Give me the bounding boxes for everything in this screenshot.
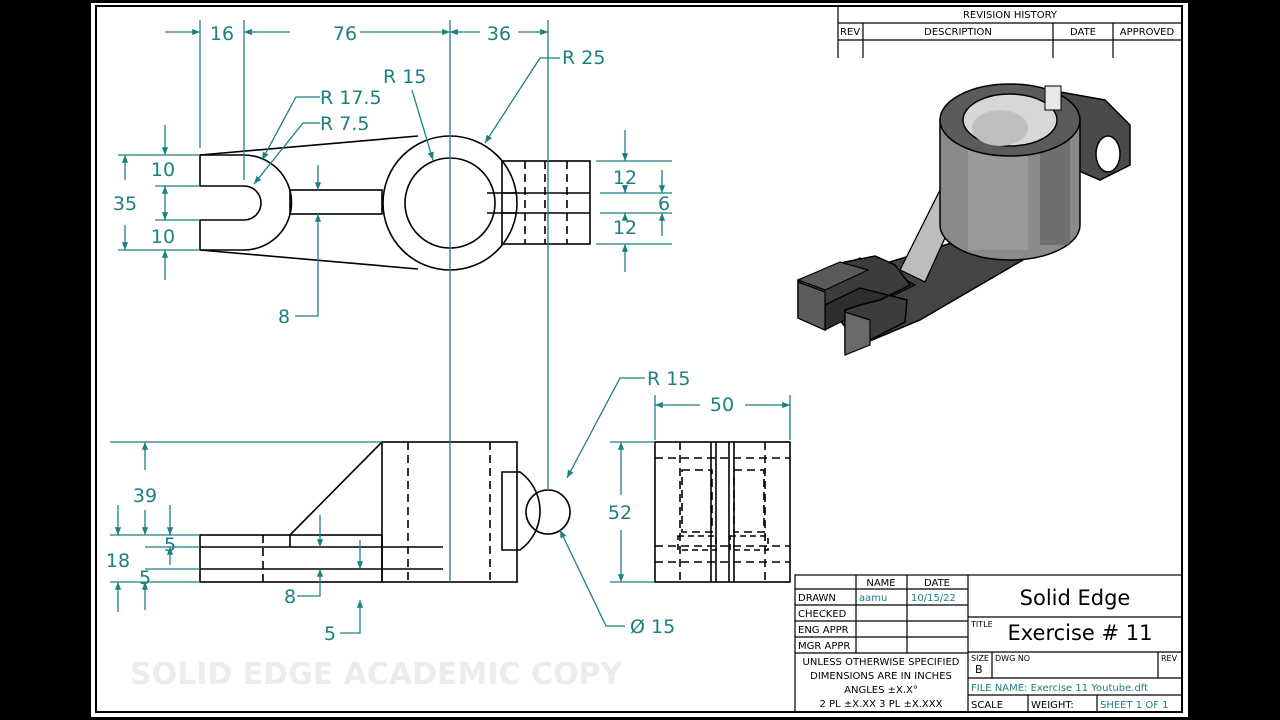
title-block-date-header: DATE — [924, 578, 950, 589]
row-eng-appr-label: ENG APPR — [798, 625, 849, 636]
side-outline — [654, 441, 791, 583]
size-label: SIZE — [971, 654, 989, 663]
revision-block — [837, 6, 1182, 58]
dimension-lines — [110, 20, 791, 634]
dim-16: 16 — [210, 23, 234, 45]
arm-taper-top — [199, 135, 419, 156]
dim-5-bottom: 5 — [139, 567, 151, 589]
tolerance-line-4: 2 PL ±X.XX 3 PL ±X.XXX — [820, 699, 943, 710]
row-drawn-date: 10/15/22 — [911, 593, 956, 604]
dim-8-top-web: 8 — [278, 306, 290, 328]
rev-label: REV — [1161, 654, 1178, 663]
title-block-name-header: NAME — [866, 578, 895, 589]
front-view — [199, 441, 571, 583]
dim-r25: R 25 — [562, 47, 605, 69]
watermark: SOLID EDGE ACADEMIC COPY — [130, 657, 624, 692]
drawing-sheet: REVISION HISTORY REV DESCRIPTION DATE AP… — [91, 3, 1188, 717]
revision-col-approved: APPROVED — [1120, 27, 1175, 38]
clevis-end-top — [199, 154, 293, 251]
lug-front — [501, 471, 541, 551]
company-name: Solid Edge — [1020, 586, 1131, 610]
dwg-no-label: DWG NO — [995, 654, 1030, 663]
arm-taper-bottom — [199, 249, 419, 270]
scale-label: SCALE — [971, 700, 1003, 711]
dim-76: 76 — [333, 23, 357, 45]
lug-top — [501, 160, 591, 245]
side-view — [654, 441, 791, 583]
row-drawn-name: aamu — [859, 593, 887, 604]
dim-50: 50 — [710, 394, 734, 416]
tolerance-line-2: DIMENSIONS ARE IN INCHES — [810, 671, 952, 682]
revision-col-description: DESCRIPTION — [924, 27, 992, 38]
dim-diameter-15: Ø 15 — [630, 616, 675, 638]
file-name: FILE NAME: Exercise 11 Youtube.dft — [971, 683, 1148, 694]
dim-18: 18 — [106, 550, 130, 572]
revision-col-rev: REV — [840, 27, 860, 38]
isometric-view — [796, 83, 1131, 356]
revision-history-title: REVISION HISTORY — [963, 10, 1058, 21]
sheet-number: SHEET 1 OF 1 — [1100, 700, 1169, 711]
technical-drawing: REVISION HISTORY REV DESCRIPTION DATE AP… — [95, 5, 1183, 713]
dim-10-top: 10 — [151, 159, 175, 181]
dim-12-top: 12 — [613, 167, 637, 189]
dim-5-below: 5 — [324, 623, 336, 645]
revision-col-date: DATE — [1070, 27, 1096, 38]
dim-5-top: 5 — [164, 534, 176, 556]
lug-hole — [525, 489, 571, 535]
dim-35: 35 — [113, 193, 137, 215]
dim-39: 39 — [133, 485, 157, 507]
row-checked-label: CHECKED — [798, 609, 847, 620]
row-drawn-label: DRAWN — [798, 593, 836, 604]
title-label: TITLE — [970, 620, 993, 629]
tolerance-line-3: ANGLES ±X.X° — [844, 685, 918, 696]
sheet-border — [95, 5, 1183, 713]
dim-52: 52 — [608, 502, 632, 524]
dim-r15-front: R 15 — [647, 368, 690, 390]
row-mgr-appr-label: MGR APPR — [798, 641, 850, 652]
dim-8-front: 8 — [284, 586, 296, 608]
dim-36: 36 — [487, 23, 511, 45]
tolerance-line-1: UNLESS OTHERWISE SPECIFIED — [803, 657, 960, 668]
dim-r15-top: R 15 — [383, 66, 426, 88]
dim-r17-5: R 17.5 — [320, 87, 382, 109]
weight-label: WEIGHT: — [1031, 700, 1074, 711]
drawing-title: Exercise # 11 — [1007, 621, 1152, 645]
title-block — [794, 574, 1183, 713]
rib-slope — [289, 441, 383, 536]
top-view — [199, 135, 591, 271]
web-rib-top — [289, 189, 383, 215]
size-value: B — [975, 663, 983, 676]
dim-r7-5: R 7.5 — [320, 113, 369, 135]
dim-12-bottom: 12 — [613, 217, 637, 239]
dim-6: 6 — [658, 193, 670, 215]
dim-10-bottom: 10 — [151, 226, 175, 248]
